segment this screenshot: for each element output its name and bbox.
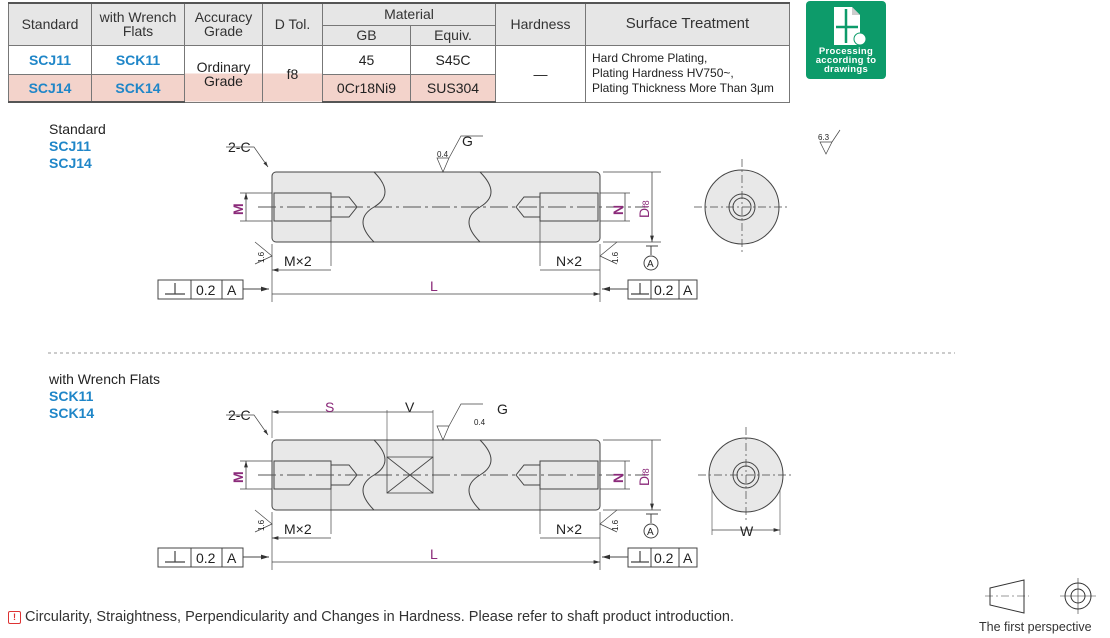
s-label: S [325, 399, 334, 415]
tolerance-value: 0.2 [654, 282, 674, 298]
shaft-drawing-standard [158, 136, 791, 302]
spec-table: Standard with Wrench Flats Accuracy Grad… [8, 2, 790, 103]
roughness-label: 1.6 [257, 519, 266, 531]
mx2-label: M×2 [284, 253, 312, 269]
chamfer-label: 2-C [228, 407, 251, 423]
datum-label: A [647, 259, 654, 270]
surface-line: Plating Hardness HV750~, [592, 66, 734, 80]
cell-equiv: SUS304 [410, 73, 496, 103]
section-code: SCJ11 [49, 138, 92, 154]
section-standard: Standard SCJ11 SCJ14 [49, 121, 106, 172]
chamfer-label: 2-C [228, 139, 251, 155]
cell-wrench: SCK14 [91, 73, 185, 103]
cell-accuracy: Ordinary Grade [184, 44, 263, 103]
end-view [697, 426, 795, 524]
roughness-symbol-icon [819, 129, 841, 155]
cell-gb: 0Cr18Ni9 [322, 73, 411, 103]
n-label: N [610, 205, 626, 215]
section-wrench: with Wrench Flats SCK11 SCK14 [49, 371, 160, 422]
roughness-label: 1.6 [257, 251, 266, 263]
v-label: V [405, 399, 415, 415]
table-row: SCJ14 SCK14 0Cr18Ni9 SUS304 [8, 73, 790, 103]
tolerance-datum: A [683, 282, 693, 298]
m-label: M [230, 471, 246, 483]
section-title: Standard [49, 121, 106, 137]
d-label: Df8 [636, 468, 652, 486]
section-code: SCJ14 [49, 155, 92, 171]
th-surface: Surface Treatment [585, 2, 790, 46]
tolerance-value: 0.2 [654, 550, 674, 566]
l-label: L [430, 546, 438, 562]
table-row: SCJ11 SCK11 Ordinary Grade f8 45 S45C — … [8, 44, 790, 103]
cell-surface: Hard Chrome Plating,Plating Hardness HV7… [585, 44, 790, 103]
nx2-label: N×2 [556, 253, 582, 269]
section-title: with Wrench Flats [49, 371, 160, 387]
roughness-label: 0.4 [437, 150, 449, 159]
th-hardness: Hardness [495, 2, 586, 46]
drawing-labels: 2-C G 0.4 M×2 N×2 L 0.2 A 0.2 A A M N Df… [196, 133, 830, 566]
footnote: ! Circularity, Straightness, Perpendicula… [8, 609, 734, 625]
th-material: Material [322, 2, 496, 26]
tolerance-datum: A [683, 550, 693, 566]
info-icon: ! [8, 611, 21, 624]
surface-line: Plating Thickness More Than 3μm [592, 81, 774, 95]
tolerance-value: 0.2 [196, 282, 216, 298]
drawing-doc-icon [834, 7, 867, 46]
tolerance-value: 0.2 [196, 550, 216, 566]
th-standard: Standard [8, 2, 92, 46]
g-label: G [497, 401, 508, 417]
perspective-label: The first perspective [979, 620, 1092, 634]
section-code: SCK14 [49, 405, 95, 421]
footnote-text: Circularity, Straightness, Perpendicular… [25, 609, 734, 625]
nx2-label: N×2 [556, 521, 582, 537]
roughness-label: 0.4 [474, 418, 486, 427]
w-label: W [740, 523, 754, 539]
d-label: Df8 [636, 200, 652, 218]
m-label: M [230, 203, 246, 215]
first-angle-projection-icon [985, 578, 1096, 614]
cell-dtol: f8 [262, 44, 323, 103]
roughness-label: 1.6 [611, 519, 620, 531]
th-dtol: D Tol. [262, 2, 323, 46]
th-accuracy: Accuracy Grade [184, 2, 263, 46]
cell-standard: SCJ14 [8, 73, 92, 103]
section-code: SCK11 [49, 388, 94, 404]
tolerance-datum: A [227, 282, 237, 298]
th-gb: GB [322, 24, 411, 46]
surface-line: Hard Chrome Plating, [592, 51, 708, 65]
tolerance-datum: A [227, 550, 237, 566]
roughness-label: 1.6 [611, 251, 620, 263]
datum-label: A [647, 527, 654, 538]
end-view [693, 158, 791, 256]
cell-gb: 45 [322, 44, 411, 75]
shaft-drawing-wrench [158, 404, 795, 570]
n-label: N [610, 473, 626, 483]
mx2-label: M×2 [284, 521, 312, 537]
g-label: G [462, 133, 473, 149]
general-roughness-label: 6.3 [818, 133, 830, 142]
l-label: L [430, 278, 438, 294]
